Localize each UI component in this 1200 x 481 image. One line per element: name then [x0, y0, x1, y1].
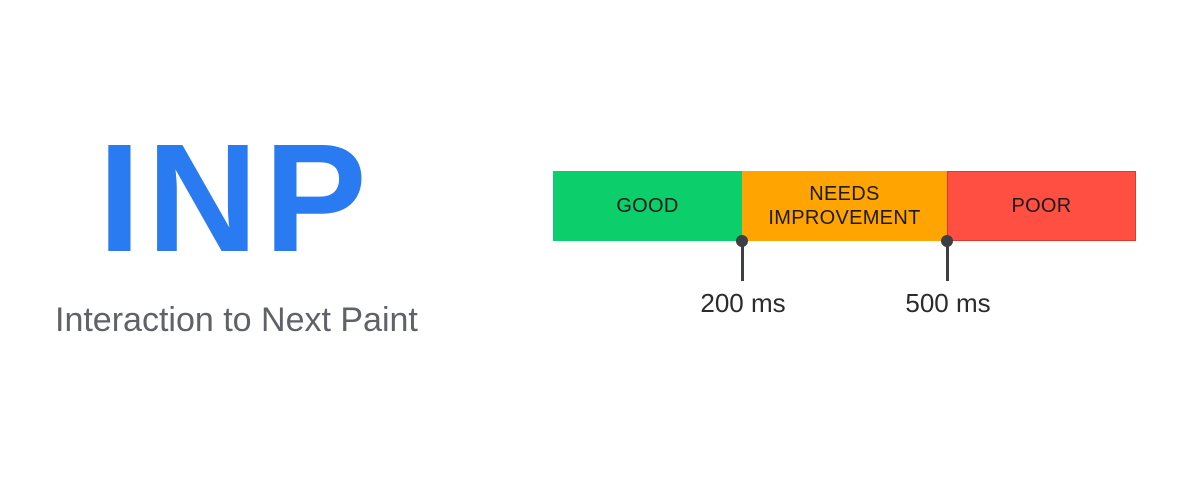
inp-acronym: INP	[98, 112, 373, 284]
segment-good: GOOD	[553, 171, 742, 241]
threshold-label-500: 500 ms	[905, 288, 991, 318]
marker-line	[946, 241, 949, 281]
segment-good-label: GOOD	[616, 195, 679, 217]
inp-full-name: Interaction to Next Paint	[55, 301, 418, 339]
segment-poor-label: POOR	[1011, 195, 1072, 217]
segment-poor: POOR	[947, 171, 1136, 241]
segment-needs-improvement-label: NEEDS IMPROVEMENT	[768, 183, 921, 229]
threshold-label-200: 200 ms	[700, 288, 786, 318]
threshold-marker-200	[735, 235, 749, 283]
inp-threshold-bar: GOOD NEEDS IMPROVEMENT POOR	[553, 171, 1136, 241]
marker-line	[741, 241, 744, 281]
threshold-marker-500	[940, 235, 954, 283]
segment-needs-improvement: NEEDS IMPROVEMENT	[742, 171, 947, 241]
